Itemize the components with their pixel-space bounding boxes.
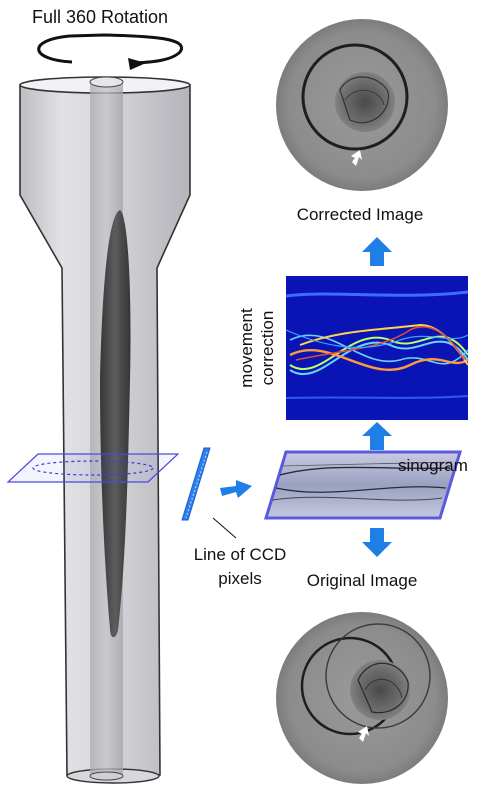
movement-line1: movement — [237, 308, 256, 388]
rotation-arrow-icon — [37, 33, 184, 70]
sinogram-image — [263, 450, 463, 520]
rotation-label: Full 360 Rotation — [31, 7, 169, 27]
scan-plane — [6, 453, 180, 483]
ccd-line-bar — [181, 447, 211, 521]
arrow-up-marker-icon — [351, 150, 362, 166]
corrected-image-label: Corrected Image — [296, 205, 424, 224]
movement-correction-heatmap — [285, 276, 469, 420]
ccd-leader-line — [212, 517, 237, 539]
arrow-up-icon — [362, 237, 392, 266]
specimen-worm — [100, 210, 131, 638]
ccd-label-line2: pixels — [218, 569, 262, 588]
arrow-up-icon — [362, 422, 392, 450]
arrow-down-icon — [362, 528, 392, 557]
original-image-disc — [276, 612, 448, 784]
ccd-label-line1: Line of CCD — [193, 545, 287, 564]
original-image-label: Original Image — [306, 571, 418, 590]
arrow-up-marker-icon — [358, 726, 369, 742]
corrected-image-disc — [276, 19, 448, 191]
movement-line2: correction — [258, 310, 277, 386]
sinogram-label: sinogram — [398, 456, 468, 475]
arrow-right-icon — [220, 480, 252, 498]
